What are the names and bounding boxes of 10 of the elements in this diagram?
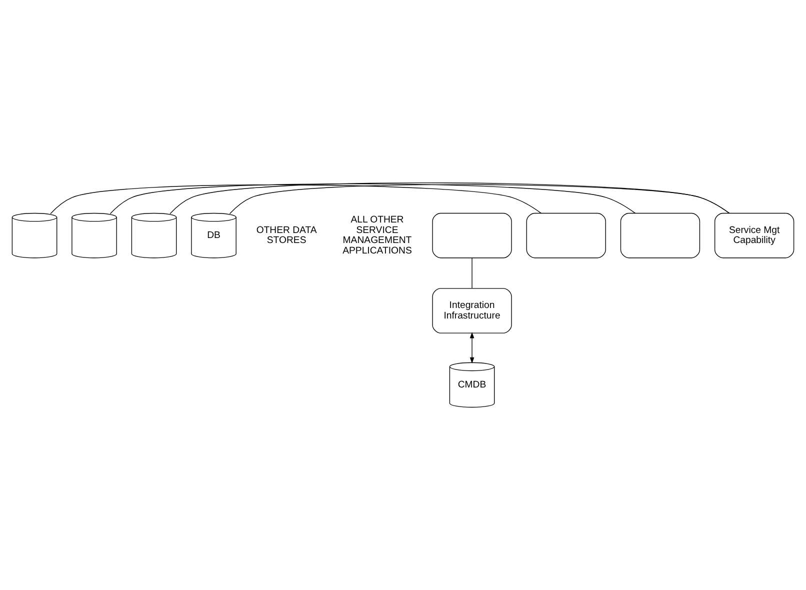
connector [110, 184, 636, 214]
node-box [432, 212, 512, 258]
label: OTHER DATA STORES [256, 224, 317, 246]
node-box [620, 212, 700, 258]
node-box: Service Mgt Capability [714, 212, 794, 258]
connector [50, 184, 542, 214]
node-box [526, 212, 606, 258]
arrow [470, 332, 474, 364]
label: ALL OTHER SERVICE MANAGEMENT APPLICATIONS [342, 214, 412, 257]
node-box: Integration Infrastructure [432, 288, 512, 334]
